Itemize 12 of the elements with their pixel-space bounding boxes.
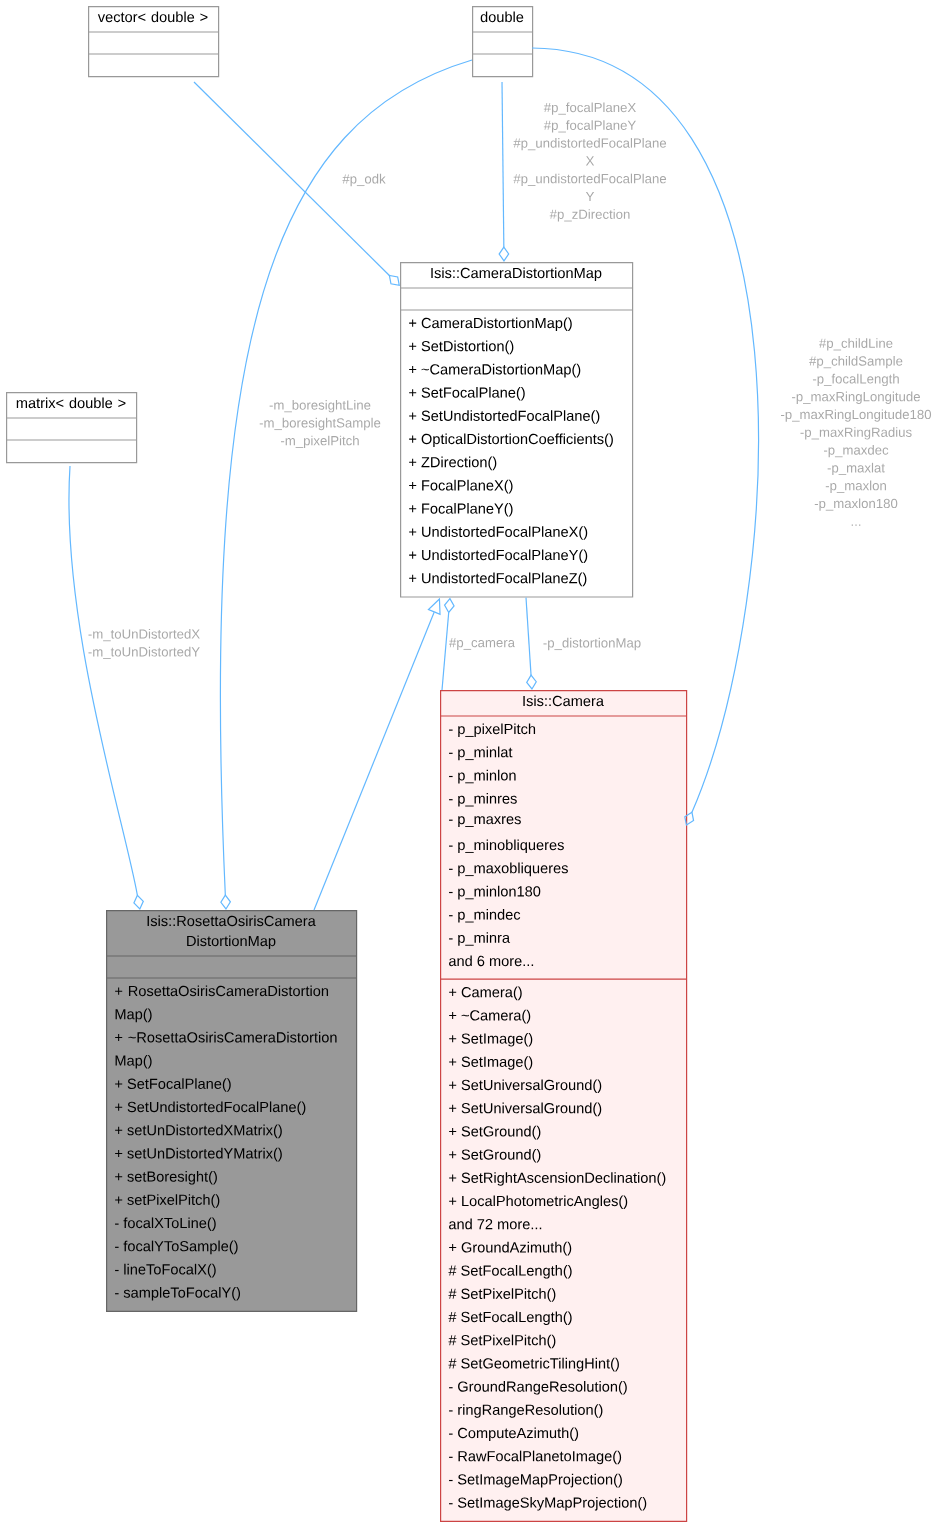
aggregation-line xyxy=(68,465,144,910)
class-box xyxy=(5,392,138,464)
class-box xyxy=(439,690,688,1522)
aggregation-line xyxy=(531,47,760,826)
aggregation-line xyxy=(498,81,510,262)
aggregation-line xyxy=(525,597,537,690)
aggregation-line xyxy=(220,59,473,910)
aggregation-line xyxy=(193,81,400,286)
class-box xyxy=(87,6,220,78)
class-box xyxy=(105,910,358,1312)
class-box xyxy=(471,6,534,78)
class-box xyxy=(399,262,634,598)
